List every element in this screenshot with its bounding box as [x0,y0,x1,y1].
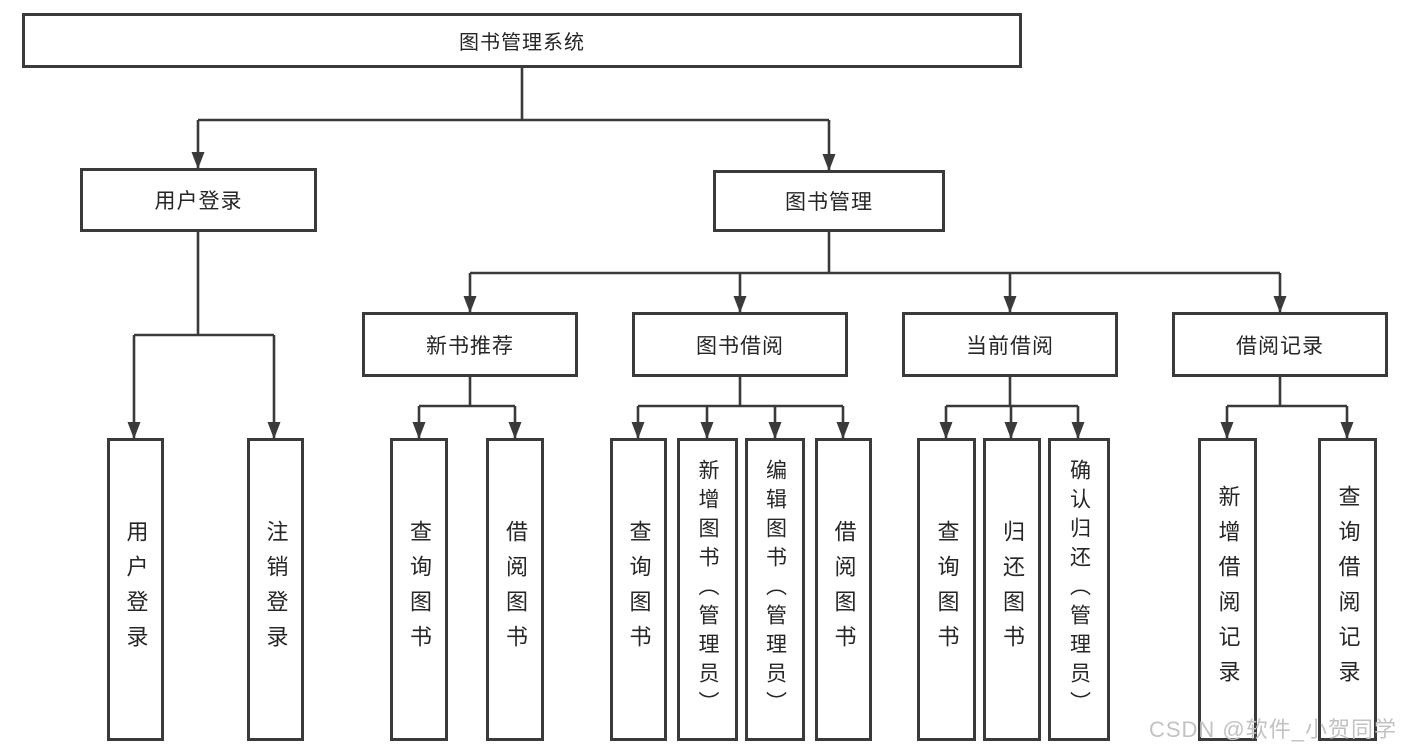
node-current-borrow: 当前借阅 [902,312,1118,377]
node-leaf-newbook-borrow-label: 借阅图书 [503,519,528,660]
node-leaf-user-login-label: 用户登录 [123,519,149,660]
node-leaf-current-query-label: 查询图书 [934,519,960,660]
node-leaf-confirm-return-admin-label: 确认归还（管理员） [1067,459,1091,720]
node-new-book-recommend: 新书推荐 [362,312,578,377]
node-leaf-current-query: 查询图书 [917,438,976,741]
node-borrow-record: 借阅记录 [1172,312,1388,377]
node-leaf-edit-book-admin: 编辑图书（管理员） [745,438,805,741]
node-book-management-label: 图书管理 [785,191,873,214]
watermark: CSDN @软件_小贺同学 [1148,717,1397,742]
node-leaf-add-book-admin: 新增图书（管理员） [677,438,738,741]
node-leaf-borrow-query: 查询图书 [610,438,667,741]
node-leaf-logout: 注销登录 [247,438,304,741]
node-leaf-add-borrow-record: 新增借阅记录 [1198,438,1257,741]
node-new-book-recommend-label: 新书推荐 [426,334,514,358]
node-leaf-borrow-book-label: 借阅图书 [831,519,857,660]
node-book-management: 图书管理 [713,170,945,232]
node-leaf-return-book: 归还图书 [983,438,1041,741]
node-leaf-newbook-query: 查询图书 [390,438,448,741]
node-book-borrow: 图书借阅 [632,312,848,377]
node-book-borrow-label: 图书借阅 [696,334,784,358]
node-current-borrow-label: 当前借阅 [966,334,1054,358]
node-leaf-user-login: 用户登录 [107,438,164,741]
node-leaf-return-book-label: 归还图书 [1000,519,1025,660]
node-leaf-add-borrow-record-label: 新增借阅记录 [1215,484,1241,695]
node-borrow-record-label: 借阅记录 [1236,334,1324,358]
node-root-label: 图书管理系统 [459,32,585,54]
node-user-login-label: 用户登录 [154,190,243,213]
node-leaf-newbook-query-label: 查询图书 [407,519,432,660]
node-leaf-confirm-return-admin: 确认归还（管理员） [1048,438,1110,741]
node-leaf-borrow-book: 借阅图书 [815,438,872,741]
node-user-login: 用户登录 [80,168,317,232]
node-leaf-query-borrow-record: 查询借阅记录 [1318,438,1377,741]
node-leaf-logout-label: 注销登录 [263,519,289,660]
node-leaf-edit-book-admin-label: 编辑图书（管理员） [763,459,787,720]
node-root: 图书管理系统 [22,13,1022,68]
node-leaf-add-book-admin-label: 新增图书（管理员） [696,459,719,720]
node-leaf-borrow-query-label: 查询图书 [626,519,652,660]
node-leaf-query-borrow-record-label: 查询借阅记录 [1335,484,1361,695]
node-leaf-newbook-borrow: 借阅图书 [486,438,544,741]
